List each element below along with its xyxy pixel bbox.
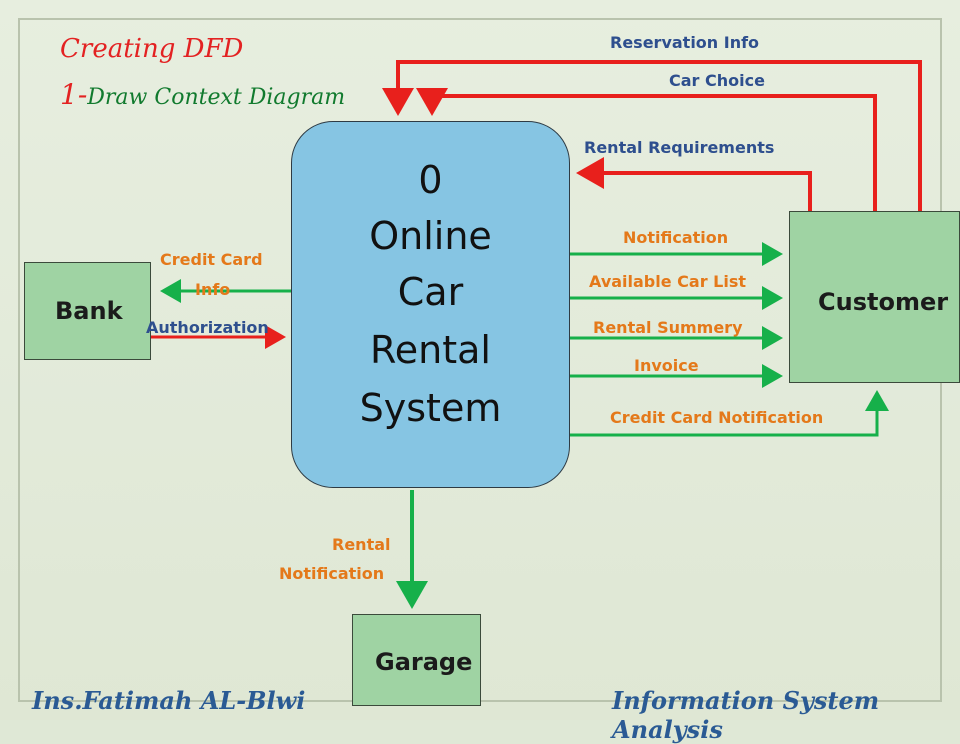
label-notification: Notification [623, 228, 729, 247]
process-label-line-2: Car [397, 270, 464, 314]
label-car-choice: Car Choice [669, 71, 765, 90]
entity-garage-label: Garage [375, 648, 473, 676]
label-rental-notification-1: Rental [332, 535, 391, 554]
footer-author: Ins.Fatimah AL-Blwi [32, 686, 306, 715]
slide-subtitle: 1-Draw Context Diagram [60, 78, 345, 111]
entity-garage [352, 614, 481, 706]
label-credit-card-info-2: Info [195, 280, 231, 299]
arrow-rental-requirements [576, 157, 812, 212]
arrow-reservation-info [382, 60, 922, 214]
entity-bank-label: Bank [55, 297, 123, 325]
label-invoice: Invoice [634, 356, 699, 375]
process-label-line-4: System [359, 386, 502, 430]
process-label-line-3: Rental [370, 328, 491, 372]
label-rental-summery: Rental Summery [593, 318, 743, 337]
label-credit-card-info-1: Credit Card [160, 250, 263, 269]
label-authorization: Authorization [146, 318, 269, 337]
subtitle-text: Draw Context Diagram [87, 85, 346, 110]
flow-arrows [150, 60, 922, 609]
process-number: 0 [418, 158, 443, 202]
subtitle-number: 1- [60, 78, 88, 111]
footer-course: Information System Analysis [612, 686, 880, 744]
label-available-car-list: Available Car List [589, 272, 747, 291]
label-credit-card-notification: Credit Card Notification [610, 408, 824, 427]
slide-title: Creating DFD [60, 34, 244, 64]
arrow-car-choice [416, 88, 877, 212]
entity-customer [789, 211, 960, 383]
label-reservation-info: Reservation Info [610, 33, 760, 52]
entity-customer-label: Customer [818, 288, 949, 316]
label-rental-requirements: Rental Requirements [584, 138, 775, 157]
entity-bank [24, 262, 151, 360]
process-online-car-rental-system: 0 Online Car Rental System [291, 121, 570, 488]
process-label-line-1: Online [369, 214, 492, 258]
arrow-credit-card-notification [570, 390, 889, 437]
label-rental-notification-2: Notification [279, 564, 385, 583]
